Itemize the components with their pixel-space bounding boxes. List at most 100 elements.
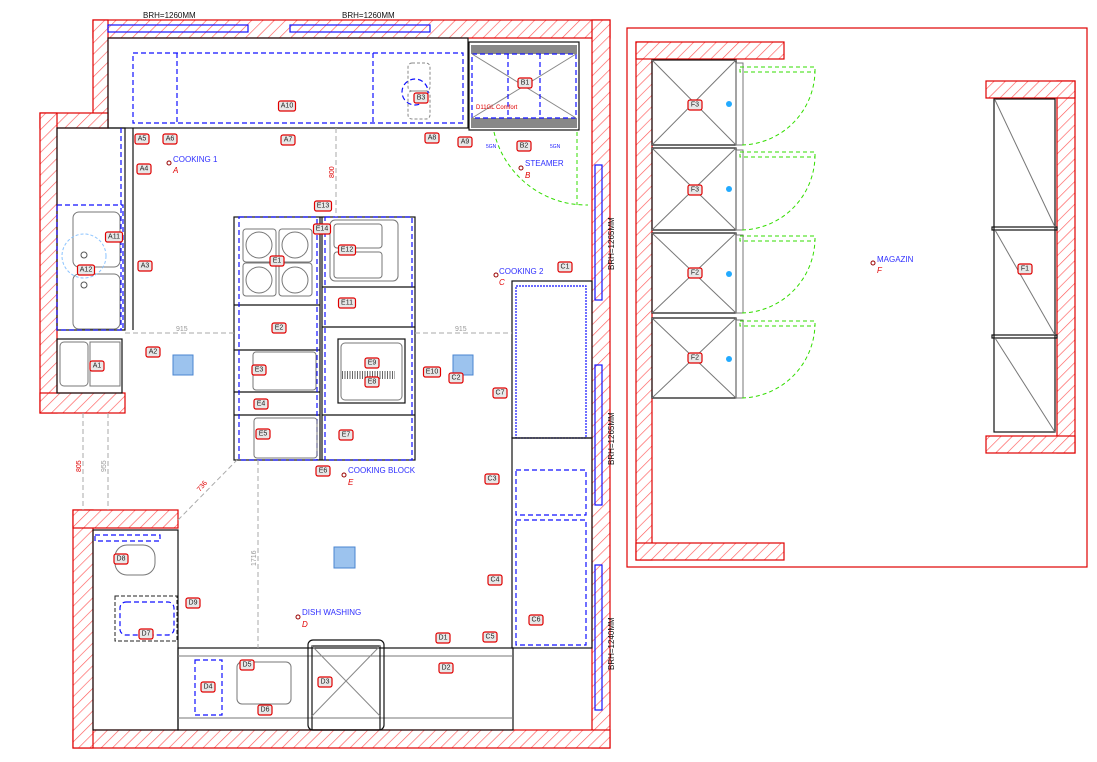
tag-box <box>457 136 473 148</box>
equipment-tag-d3: D3 <box>317 676 333 688</box>
tag-box <box>113 553 129 565</box>
tag-box <box>269 255 285 267</box>
equipment-tag-a3: A3 <box>137 260 153 272</box>
equipment-tag-a2: A2 <box>145 346 161 358</box>
zone-cooking2: COOKING 2 C <box>493 267 544 287</box>
equipment-tag-b2: B2 <box>516 140 532 152</box>
tag-box <box>185 597 201 609</box>
equipment-tag-e12: E12 <box>337 244 357 256</box>
tag-box <box>253 398 269 410</box>
zone-dish-washing: DISH WASHING D <box>295 608 361 629</box>
tag-box <box>257 704 273 716</box>
magazin-room-border <box>626 27 1088 568</box>
tag-box <box>687 267 703 279</box>
tag-label: E10 <box>426 369 439 376</box>
equipment-tag-e8: E8 <box>364 376 380 388</box>
equipment-tag-c4: C4 <box>487 574 503 586</box>
tag-label: E14 <box>316 226 329 233</box>
tag-label: E13 <box>317 203 330 210</box>
floor-drain <box>333 546 356 569</box>
tag-label: A5 <box>138 136 147 143</box>
tag-box <box>317 676 333 688</box>
tag-label: C2 <box>452 375 461 382</box>
equipment-tag-d2: D2 <box>438 662 454 674</box>
tag-box <box>280 134 296 146</box>
dim-left-grey: 955 <box>101 460 108 472</box>
equipment-tag-a5: A5 <box>134 133 150 145</box>
window-label-top-left: BRH=1260MM <box>143 11 196 20</box>
floor-drain <box>172 354 194 376</box>
tag-box <box>271 322 287 334</box>
tag-box <box>448 372 464 384</box>
equipment-tag-a4: A4 <box>136 163 152 175</box>
tag-box <box>492 387 508 399</box>
tag-box <box>687 352 703 364</box>
tag-label: F2 <box>691 270 699 277</box>
equipment-tag-d4: D4 <box>200 681 216 693</box>
tag-label: A8 <box>428 135 437 142</box>
tag-label: A7 <box>284 137 293 144</box>
door-swing-kitchen <box>493 131 589 206</box>
tag-label: F1 <box>1021 266 1029 273</box>
tag-box <box>435 632 451 644</box>
equipment-tag-e9: E9 <box>364 357 380 369</box>
tag-box <box>487 574 503 586</box>
equipment-tag-d5: D5 <box>239 659 255 671</box>
tag-label: A6 <box>166 136 175 143</box>
equipment-tag-c5: C5 <box>482 631 498 643</box>
equipment-tag-a9: A9 <box>457 136 473 148</box>
equipment-tag-a1: A1 <box>89 360 105 372</box>
equipment-tag-d6: D6 <box>257 704 273 716</box>
windows <box>107 24 603 711</box>
equipment-tag-f2: F2 <box>687 267 703 279</box>
equipment-tag-a6: A6 <box>162 133 178 145</box>
tag-label: B1 <box>521 80 530 87</box>
tag-box <box>517 77 533 89</box>
tag-label: E8 <box>368 379 377 386</box>
tag-box <box>516 140 532 152</box>
tag-label: E7 <box>342 432 351 439</box>
floor-drain <box>452 354 474 376</box>
tag-box <box>1017 263 1033 275</box>
tag-label: A11 <box>108 234 120 241</box>
tag-box <box>134 133 150 145</box>
equipment-tag-a10: A10 <box>277 100 297 112</box>
tag-label: D7 <box>142 631 151 638</box>
gn-label-left: 5GN <box>486 144 497 150</box>
equipment-tag-a8: A8 <box>424 132 440 144</box>
tag-box <box>145 346 161 358</box>
tag-label: D8 <box>117 556 126 563</box>
equipment-tag-d9: D9 <box>185 597 201 609</box>
tag-label: E2 <box>275 325 284 332</box>
zone-letter: B <box>525 171 531 180</box>
equipment-tag-a7: A7 <box>280 134 296 146</box>
window-label-right-lower: BRH=1240MM <box>607 617 616 670</box>
equipment-tag-f3: F3 <box>687 184 703 196</box>
tag-label: C7 <box>496 390 505 397</box>
tag-label: B3 <box>417 95 426 102</box>
tag-box <box>315 465 331 477</box>
tag-box <box>687 184 703 196</box>
tag-label: A2 <box>149 349 158 356</box>
tag-box <box>364 376 380 388</box>
tag-box <box>687 99 703 111</box>
tag-box <box>338 429 354 441</box>
tag-label: E12 <box>341 247 354 254</box>
zone-steamer: STEAMER B <box>518 159 564 180</box>
tag-box <box>557 261 573 273</box>
equipment-tag-e10: E10 <box>422 366 442 378</box>
tag-box <box>162 133 178 145</box>
tag-label: C1 <box>561 264 570 271</box>
tag-label: D9 <box>189 600 198 607</box>
tag-box <box>138 628 154 640</box>
zone-cooking-block: COOKING BLOCK E <box>341 466 416 487</box>
equipment-tag-e6: E6 <box>315 465 331 477</box>
equipment-tag-e7: E7 <box>338 429 354 441</box>
zone-magazin: MAGAZIN F <box>870 255 914 275</box>
equipment-tag-e13: E13 <box>313 200 333 212</box>
tag-label: E11 <box>341 300 353 307</box>
equipment-tag-e11: E11 <box>337 297 357 309</box>
tag-box <box>137 260 153 272</box>
zone-letter: D <box>302 620 308 629</box>
